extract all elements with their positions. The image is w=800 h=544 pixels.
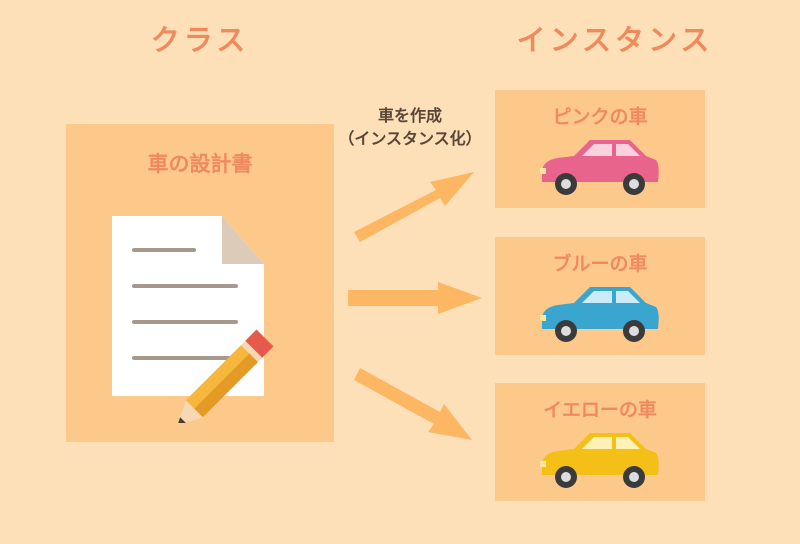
arrow-to-blue xyxy=(348,282,482,314)
car-label-pink: ピンクの車 xyxy=(552,106,648,128)
class-heading: クラス xyxy=(150,23,250,57)
car-panel-yellow: イエローの車 xyxy=(495,383,705,501)
blue-car-icon xyxy=(540,287,659,342)
arrow-caption-line2: （インスタンス化） xyxy=(338,129,482,148)
car-panel-blue: ブルーの車 xyxy=(495,237,705,355)
arrow-to-yellow xyxy=(354,368,472,440)
instance-heading: インスタンス xyxy=(516,23,714,57)
car-panel-pink: ピンクの車 xyxy=(495,90,705,208)
car-label-blue: ブルーの車 xyxy=(552,253,648,275)
yellow-car-icon xyxy=(540,433,659,488)
arrow-caption: 車を作成 （インスタンス化） xyxy=(330,104,490,150)
arrow-caption-line1: 車を作成 xyxy=(377,106,442,125)
pink-car-icon xyxy=(540,140,659,195)
arrow-to-pink xyxy=(354,172,474,242)
document-pencil-icon xyxy=(112,216,274,423)
car-label-yellow: イエローの車 xyxy=(543,399,657,421)
blueprint-title: 車の設計書 xyxy=(147,152,253,176)
